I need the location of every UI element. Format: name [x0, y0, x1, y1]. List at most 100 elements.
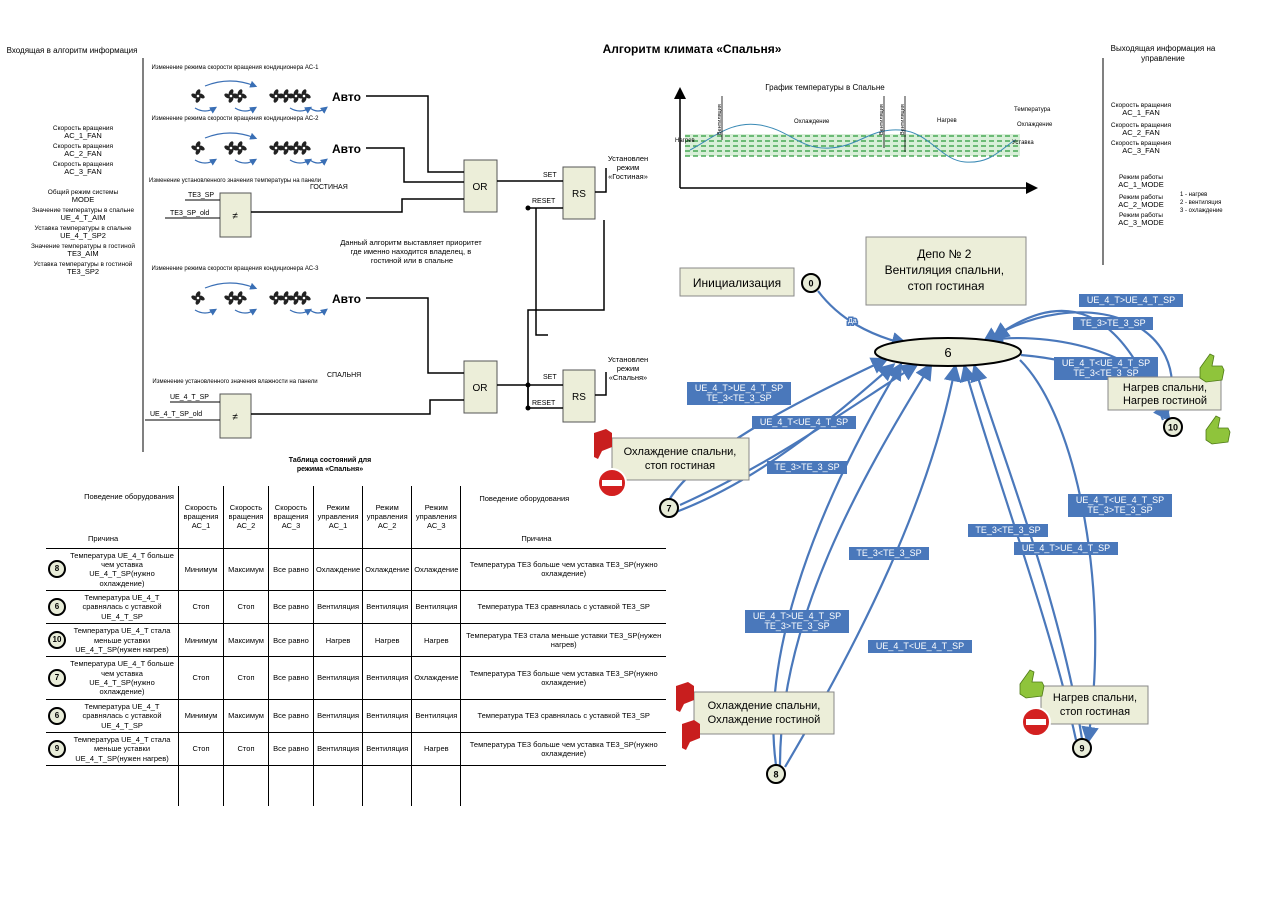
item-value: AC_1_FAN — [1122, 108, 1160, 118]
fan-icon — [269, 141, 283, 155]
state-cell: Вентиляция — [312, 699, 363, 733]
item-value: AC_3_FAN — [1122, 146, 1160, 156]
state-cell: Вентиляция — [362, 590, 412, 625]
transition-label: UE_4_T>UE_4_T_SP — [1079, 294, 1183, 307]
item-value: MODE — [71, 195, 95, 205]
te3-sp-old: TE3_SP_old — [170, 210, 209, 217]
transition-text: UE_4_T<UE_4_T_SP — [876, 641, 964, 651]
right-reason-cell: Температура TE3 стала меньше уставки TE3… — [460, 623, 666, 658]
state-node-0: 0 — [801, 273, 821, 293]
state-cell: Стоп — [178, 732, 224, 767]
transition-text: UE_4_T>UE_4_T_SP — [695, 383, 783, 393]
ue4-sp-old: UE_4_T_SP_old — [150, 411, 202, 418]
state-8-box — [693, 691, 835, 735]
state-cell: Все равно — [268, 548, 314, 591]
transition-label: TE_3>TE_3_SP — [1073, 317, 1153, 330]
item-value: UE_4_T_AIM — [60, 213, 106, 223]
mode-legend-item: 2 - вентиляция — [1180, 199, 1222, 206]
right-header-behavior: Поведение оборудования — [479, 494, 570, 503]
item-value: AC_2_FAN — [1122, 128, 1160, 138]
state-table: Поведение оборудования Причина Скорость … — [46, 486, 666, 806]
item-value: UE_4_T_SP2 — [60, 231, 106, 241]
state-cell: Вентиляция — [411, 590, 461, 625]
state-cell: Вентиляция — [312, 590, 363, 625]
state-cell: Охлаждение — [411, 656, 461, 700]
item-label: Режим работы — [1119, 174, 1163, 181]
item-label: Уставка температуры в спальне — [34, 225, 132, 232]
item-label: Значение температуры в спальне — [31, 207, 135, 214]
state-9-box — [1040, 685, 1149, 725]
fan-icon — [233, 291, 247, 305]
transition-edge — [1019, 359, 1099, 745]
transition-text: TE_3>TE_3_SP — [1087, 505, 1152, 515]
reason-text: Температура UE_4_T больше чем уставка UE… — [70, 659, 174, 697]
fan-change-ac2: Изменение режима скорости вращения конди… — [152, 116, 320, 122]
graph-title: График температуры в Спальне — [765, 83, 885, 92]
state-cell: Стоп — [223, 656, 269, 700]
right-reason-cell: Температура TE3 сравнялась с уставкой TE… — [460, 699, 666, 733]
edge-labels: UE_4_T>UE_4_T_SPTE_3>TE_3_SPUE_4_T<UE_4_… — [687, 294, 1183, 653]
rs-bed-label: RS — [572, 392, 586, 403]
state-node-8: 8 — [766, 764, 786, 784]
graph-label-vent2: Вентиляция — [879, 104, 885, 135]
state-cell: Стоп — [178, 656, 224, 700]
state-10-box — [1107, 376, 1222, 411]
or-bed-label: OR — [473, 383, 488, 394]
neq-box-bed — [219, 393, 252, 439]
or-gate-living — [463, 159, 498, 213]
header-reason: Причина — [88, 534, 119, 544]
table-filler-row — [46, 765, 666, 806]
item-value: AC_3_FAN — [64, 167, 102, 177]
fan-icon — [233, 141, 247, 155]
row-state-number: 10 — [48, 631, 66, 650]
state-cell: Нагрев — [411, 732, 461, 767]
neq-bed: ≠ — [232, 412, 238, 423]
transition-label: UE_4_T<UE_4_T_SP — [868, 640, 972, 653]
transition-label: UE_4_T>UE_4_T_SP — [1014, 542, 1118, 555]
priority-note: Данный алгоритм выставляет приоритет где… — [340, 238, 484, 265]
state-cell: Все равно — [268, 623, 314, 658]
filler-cell — [268, 765, 314, 806]
state-cell: Максимум — [223, 548, 269, 591]
state-10-text: Нагрев спальни,Нагрев гостиной — [1123, 382, 1207, 407]
state-cell: Вентиляция — [362, 699, 412, 733]
state-cell: Минимум — [178, 548, 224, 591]
thumbs-up-icon — [1205, 415, 1231, 445]
filler-cell — [411, 765, 461, 806]
reason-text: Температура UE_4_T сравнялась с уставкой… — [82, 593, 162, 621]
auto-label-1: Авто — [332, 90, 361, 104]
or-living-label: OR — [473, 182, 488, 193]
thumbs-up-icon — [1199, 353, 1225, 383]
col-header: Режим управления АС_2 — [362, 486, 412, 549]
right-corner: Поведение оборудования Причина — [460, 486, 666, 549]
state-node-10: 10 — [1163, 417, 1183, 437]
state-cell: Вентиляция — [362, 732, 412, 767]
graph-label-upper: Уставка — [1012, 140, 1034, 146]
state-cell: Стоп — [178, 590, 224, 625]
item-label: Общий режим системы — [47, 189, 119, 196]
graph-label-heat-left: Нагрев — [675, 138, 695, 144]
transition-text: TE_3<TE_3_SP — [975, 525, 1040, 535]
filler-cell — [312, 765, 363, 806]
item-label: Скорость вращения — [1110, 102, 1172, 109]
state-cell: Нагрев — [362, 623, 412, 658]
state-cell: Охлаждение — [362, 548, 412, 591]
transition-text: UE_4_T<UE_4_T_SP — [1076, 495, 1164, 505]
fan-icon — [233, 89, 247, 103]
bed-label: СПАЛЬНЯ — [327, 372, 361, 379]
item-value: AC_2_MODE — [1118, 200, 1164, 210]
row-state-number: 6 — [48, 706, 66, 725]
